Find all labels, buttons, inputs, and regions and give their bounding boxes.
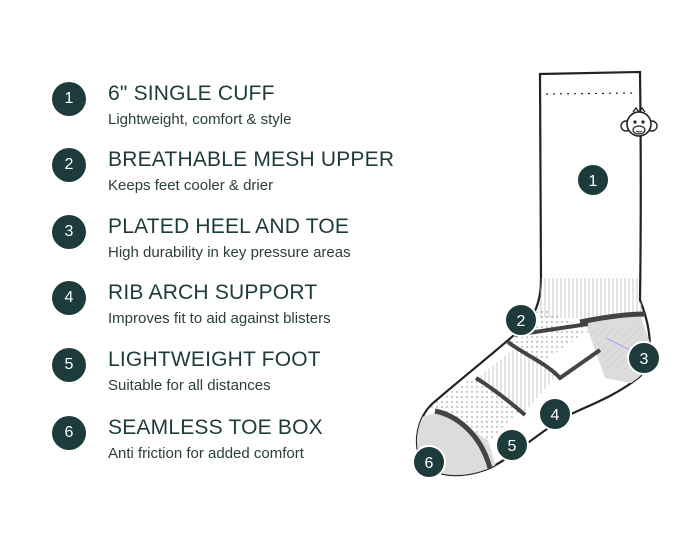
- feature-item-toe-box: 6 SEAMLESS TOE BOX Anti friction for add…: [52, 414, 432, 468]
- feature-number-badge: 6: [52, 416, 86, 450]
- feature-item-arch-support: 4 RIB ARCH SUPPORT Improves fit to aid a…: [52, 279, 432, 333]
- feature-title: PLATED HEEL AND TOE: [108, 215, 350, 238]
- callout-6: 6: [412, 445, 446, 479]
- feature-subtitle: High durability in key pressure areas: [108, 244, 351, 261]
- feature-item-heel-toe: 3 PLATED HEEL AND TOE High durability in…: [52, 213, 432, 267]
- callout-3: 3: [627, 341, 661, 375]
- svg-text:4: 4: [551, 407, 560, 424]
- svg-text:3: 3: [640, 351, 649, 368]
- toe-band: [434, 408, 493, 469]
- feature-subtitle: Improves fit to aid against blisters: [108, 310, 331, 327]
- svg-text:2: 2: [517, 313, 526, 330]
- cuff-dashed-line: [545, 92, 637, 95]
- cuff-rib-zone: [540, 278, 642, 318]
- feature-number-badge: 1: [52, 82, 86, 116]
- feature-subtitle: Keeps feet cooler & drier: [108, 177, 274, 194]
- monkey-face-icon: [620, 106, 658, 137]
- heel-band: [579, 311, 646, 325]
- rib-arch-zone: [475, 348, 560, 412]
- feature-title: RIB ARCH SUPPORT: [108, 281, 318, 304]
- feature-subtitle: Lightweight, comfort & style: [108, 111, 292, 128]
- feature-title: BREATHABLE MESH UPPER: [108, 148, 395, 171]
- feature-item-lightweight-foot: 5 LIGHTWEIGHT FOOT Suitable for all dist…: [52, 346, 432, 400]
- feature-number-badge: 4: [52, 281, 86, 315]
- feature-title: 6" SINGLE CUFF: [108, 82, 275, 105]
- feature-number-badge: 3: [52, 215, 86, 249]
- callout-5: 5: [495, 428, 529, 462]
- svg-text:1: 1: [589, 173, 598, 190]
- feature-item-cuff: 1 6" SINGLE CUFF Lightweight, comfort & …: [52, 80, 432, 134]
- callout-4: 4: [538, 397, 572, 431]
- feature-subtitle: Suitable for all distances: [108, 377, 271, 394]
- svg-text:6: 6: [425, 455, 434, 472]
- feature-number-badge: 2: [52, 148, 86, 182]
- feature-subtitle: Anti friction for added comfort: [108, 445, 304, 462]
- arch-band-upper: [506, 340, 602, 381]
- arch-band-mid: [474, 376, 527, 417]
- feature-number-badge: 5: [52, 348, 86, 382]
- callout-2: 2: [504, 303, 538, 337]
- feature-title: SEAMLESS TOE BOX: [108, 416, 323, 439]
- callout-1: 1: [576, 163, 610, 197]
- svg-text:5: 5: [508, 438, 517, 455]
- sock-body: [415, 70, 651, 477]
- feature-title: LIGHTWEIGHT FOOT: [108, 348, 321, 371]
- feature-item-mesh-upper: 2 BREATHABLE MESH UPPER Keeps feet coole…: [52, 146, 432, 200]
- sock-illustration: 1 2 3 4 5 6: [412, 70, 661, 479]
